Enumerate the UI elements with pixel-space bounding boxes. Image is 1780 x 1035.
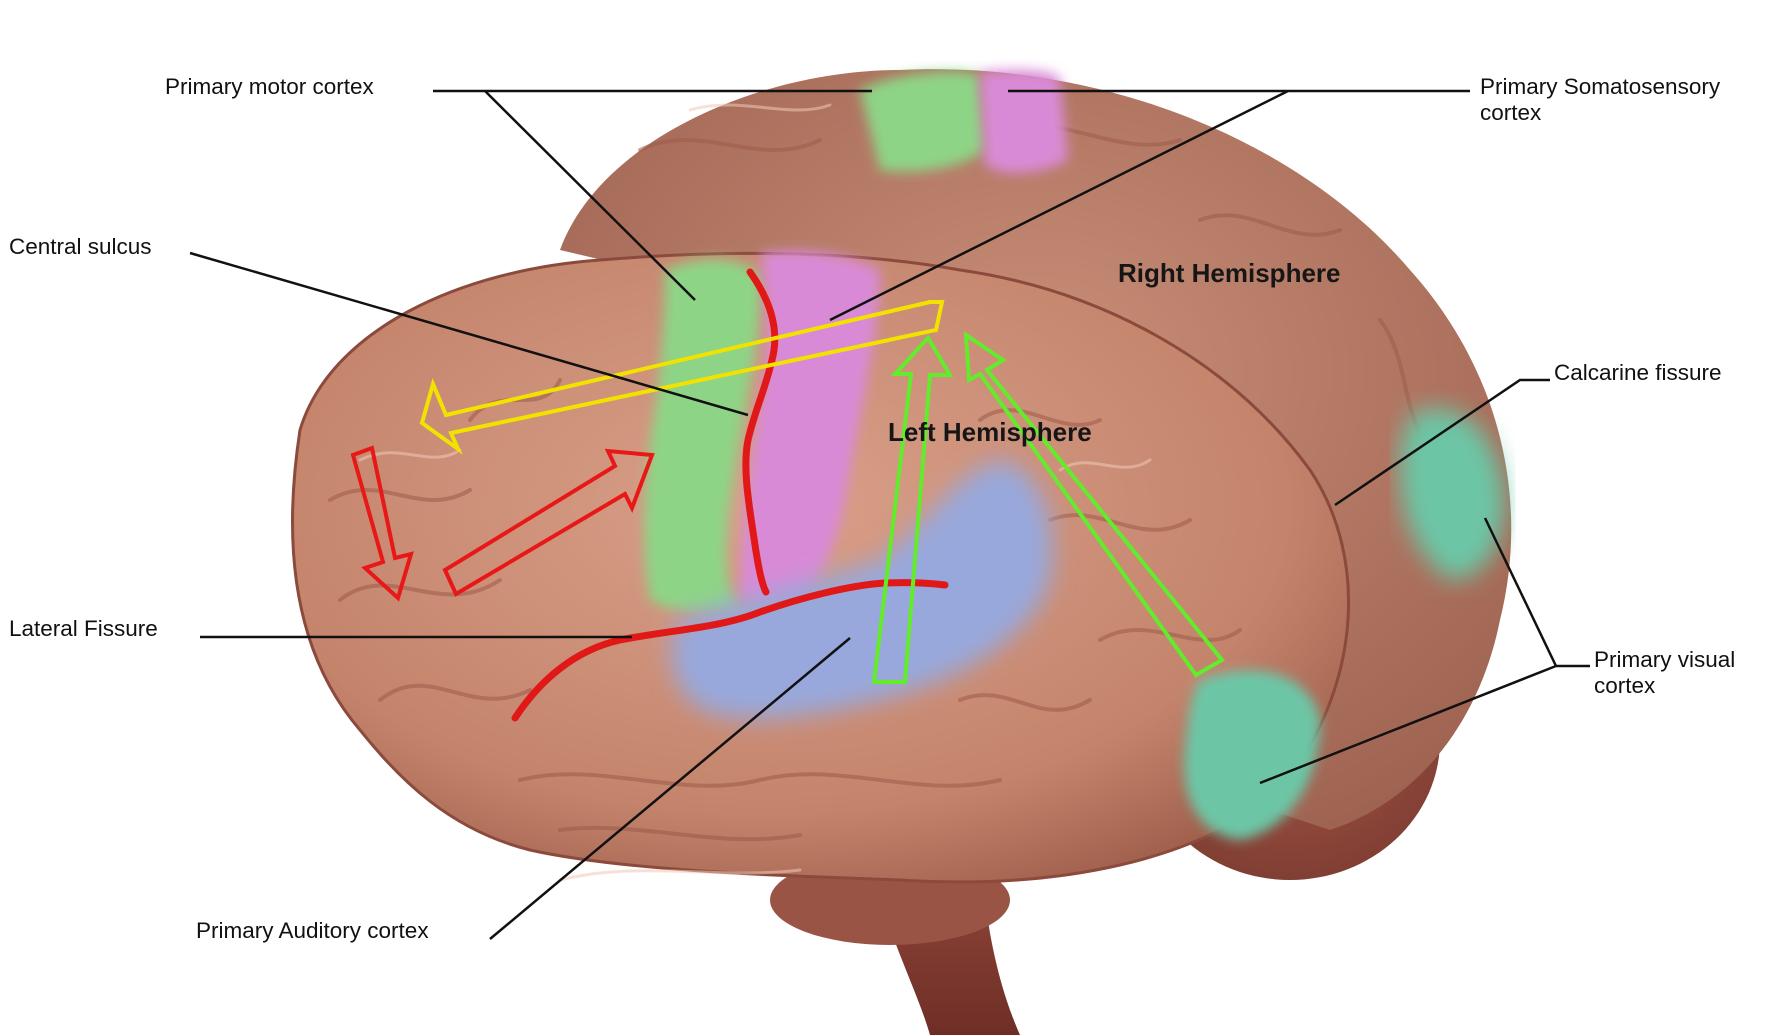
label-right-hemisphere: Right Hemisphere: [1118, 258, 1341, 288]
green-arrow-diagonal: [963, 331, 1226, 678]
central-sulcus-marking: [742, 268, 779, 596]
somatosensory-cortex-top: [980, 70, 1068, 174]
label-primary-somatosensory-line1: Primary Somatosensory: [1480, 74, 1721, 99]
yellow-arrow: [419, 300, 945, 455]
green-arrow-vertical: [871, 334, 954, 684]
leader-visual: [1259, 517, 1590, 785]
leader-central-sulcus: [189, 251, 749, 417]
visual-cortex-left: [1184, 670, 1320, 840]
visual-cortex-right: [1400, 408, 1505, 580]
cortex-regions: [644, 70, 1505, 840]
label-primary-motor-cortex: Primary motor cortex: [165, 74, 375, 99]
label-lateral-fissure: Lateral Fissure: [9, 616, 158, 641]
leader-calcarine: [1334, 378, 1550, 507]
leader-auditory: [489, 637, 851, 940]
label-calcarine-fissure: Calcarine fissure: [1554, 360, 1722, 385]
label-primary-visual-line2: cortex: [1594, 673, 1656, 698]
label-primary-visual-line1: Primary visual: [1594, 647, 1735, 672]
label-primary-auditory-cortex: Primary Auditory cortex: [196, 918, 429, 943]
auditory-cortex: [671, 460, 1053, 719]
leader-lines: [189, 89, 1590, 940]
leader-somatosensory: [829, 89, 1470, 322]
red-arrow-diagonal: [442, 448, 655, 597]
label-left-hemisphere: Left Hemisphere: [888, 417, 1092, 447]
motor-cortex-top: [860, 71, 985, 172]
leader-motor: [433, 89, 872, 301]
label-central-sulcus: Central sulcus: [9, 234, 152, 259]
red-arrow-down: [350, 445, 414, 602]
label-primary-somatosensory-line2: cortex: [1480, 100, 1542, 125]
